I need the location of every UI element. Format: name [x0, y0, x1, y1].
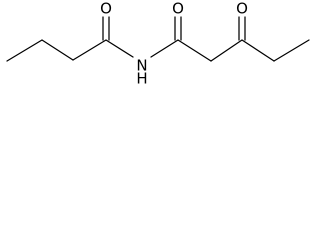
oxygen-middle-label: O [172, 0, 184, 18]
oxygen-left-label: O [100, 0, 112, 18]
oxygen-right-label: O [236, 0, 248, 18]
bond-c5-c6 [177, 39, 212, 62]
bond-c1-c2 [6, 39, 43, 62]
bond-c8-c9 [273, 39, 310, 62]
molecule-canvas: O O O N H [0, 0, 320, 88]
bond-c4-n [105, 39, 134, 58]
bond-c6-c7 [210, 39, 243, 62]
molecule-structure: O O O N H [6, 0, 310, 88]
bond-c3-c4 [72, 39, 107, 61]
bond-c7-c8 [241, 39, 275, 62]
nitrogen-label: N [136, 57, 147, 75]
bond-n-c5 [150, 39, 179, 58]
bond-c2-c3 [41, 39, 74, 61]
amide-hydrogen-label: H [136, 70, 147, 88]
